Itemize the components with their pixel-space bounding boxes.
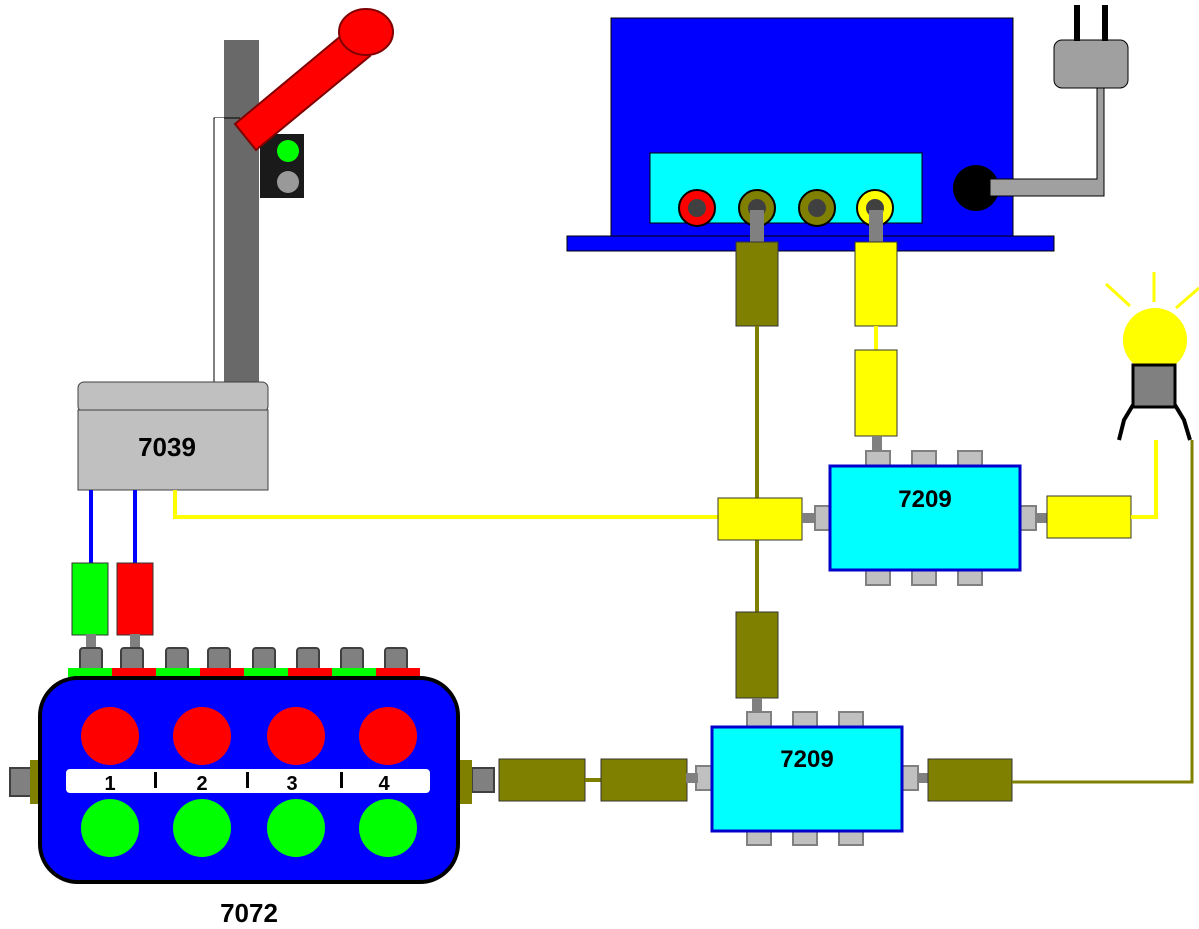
olive-plug-distributor — [600, 758, 688, 802]
signal-gray-lamp — [277, 171, 299, 193]
red-plug — [116, 562, 154, 636]
yellow-plug-lamp — [1046, 495, 1132, 539]
olive-plug-vertical — [735, 611, 779, 699]
red-button-4[interactable] — [359, 707, 417, 765]
lamp — [1104, 272, 1199, 441]
distributor-bottom-label: 7209 — [780, 746, 833, 773]
control-panel-7072: 1 2 3 4 — [9, 647, 472, 884]
signal-white-wire-fill — [215, 118, 224, 384]
red-button-1[interactable] — [81, 707, 139, 765]
button-number-3: 3 — [286, 773, 297, 795]
olive-plug-right — [927, 758, 1013, 802]
distributor-7209-top: 7209 — [814, 450, 1037, 586]
green-button-3[interactable] — [267, 799, 325, 857]
button-number-1: 1 — [104, 773, 115, 795]
yellow-plug-transformer — [854, 241, 898, 327]
distributor-top-label: 7209 — [898, 486, 951, 513]
button-number-4: 4 — [378, 773, 390, 795]
distributor-7209-bottom: 7209 — [695, 711, 919, 846]
panel-label: 7072 — [220, 898, 278, 928]
yellow-plug-distributor — [854, 349, 898, 437]
switch-module-label: 7039 — [138, 432, 196, 462]
signal-mast — [224, 40, 259, 386]
mains-plug — [989, 5, 1129, 197]
lamp-bulb — [1123, 308, 1187, 372]
switch-module-7039: 7039 — [77, 381, 269, 491]
cable-grommet — [953, 165, 999, 211]
red-socket — [678, 189, 716, 227]
yellow-wire-7039 — [173, 490, 720, 519]
green-plug — [71, 562, 109, 636]
brown-socket-2 — [798, 189, 836, 227]
signal-white-wire — [213, 117, 240, 384]
green-button-1[interactable] — [81, 799, 139, 857]
semaphore-arm — [233, 8, 394, 152]
green-button-2[interactable] — [173, 799, 231, 857]
button-number-2: 2 — [196, 773, 207, 795]
yellow-junction-plug — [717, 497, 803, 541]
lamp-socket — [1131, 363, 1177, 409]
signal-lamp-head — [260, 134, 304, 198]
olive-plug-transformer — [735, 241, 779, 327]
transformer — [566, 17, 1055, 252]
semaphore-signal — [213, 8, 394, 386]
signal-green-lamp — [277, 140, 299, 162]
red-button-3[interactable] — [267, 707, 325, 765]
green-button-4[interactable] — [359, 799, 417, 857]
olive-plug-panel — [498, 758, 586, 802]
red-button-2[interactable] — [173, 707, 231, 765]
